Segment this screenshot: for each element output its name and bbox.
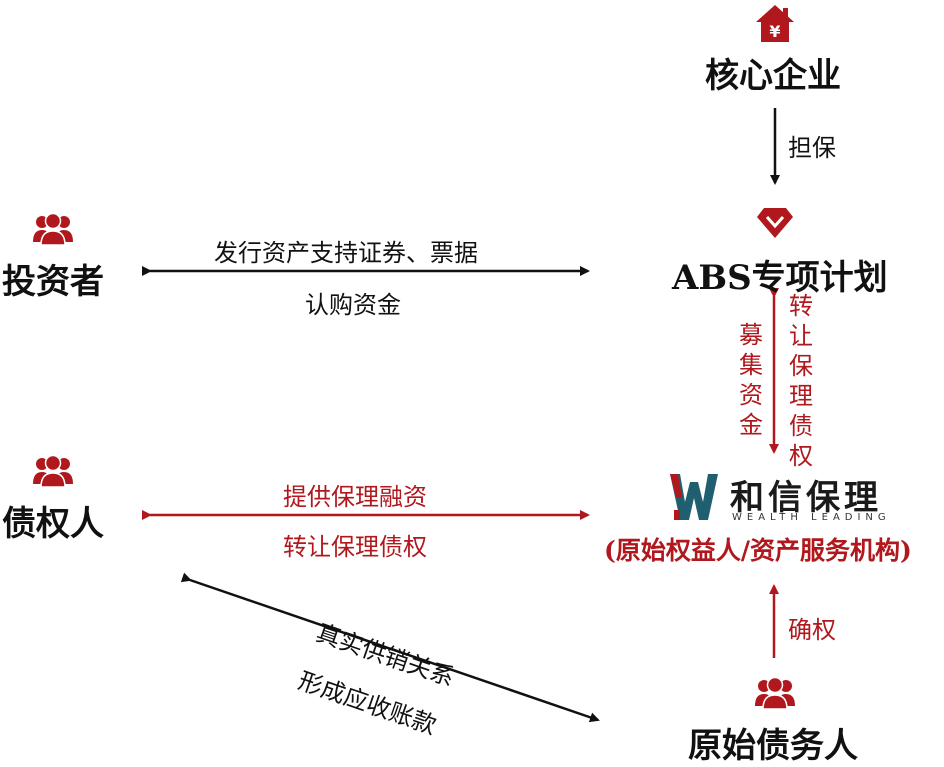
w-logo-icon	[670, 474, 718, 520]
brand-block: 和信保理 WEALTH LEADING	[668, 470, 898, 530]
label-confirm-rights: 确权	[788, 616, 836, 644]
label-raise-funds: 募集资金	[739, 321, 763, 439]
label-issue-securities: 发行资产支持证券、票据	[214, 239, 478, 267]
people-group-icon	[755, 676, 795, 710]
brand-name-cn: 和信保理	[730, 478, 882, 518]
arrow-trade	[180, 572, 600, 723]
node-abs-plan: ABS专项计划	[672, 258, 888, 298]
label-provide-financing: 提供保理融资	[283, 483, 427, 511]
label-guarantee: 担保	[788, 134, 836, 162]
label-transfer-debt: 转让保理债权	[283, 533, 427, 561]
label-transfer-debt-vertical: 转让保理债权	[789, 292, 813, 470]
brand-role: (原始权益人/资产服务机构)	[604, 536, 912, 565]
label-subscribe-funds: 认购资金	[305, 291, 401, 319]
node-investor: 投资者	[2, 262, 104, 302]
node-core-enterprise: 核心企业	[705, 56, 841, 96]
gem-icon	[757, 208, 793, 238]
people-group-icon	[33, 212, 73, 246]
node-creditor: 债权人	[2, 504, 104, 544]
people-group-icon	[33, 454, 73, 488]
brand-name-en: WEALTH LEADING	[732, 512, 891, 523]
svg-text:¥: ¥	[769, 22, 780, 41]
house-yen-icon: ¥	[756, 5, 794, 42]
node-original-debtor: 原始债务人	[688, 726, 858, 766]
